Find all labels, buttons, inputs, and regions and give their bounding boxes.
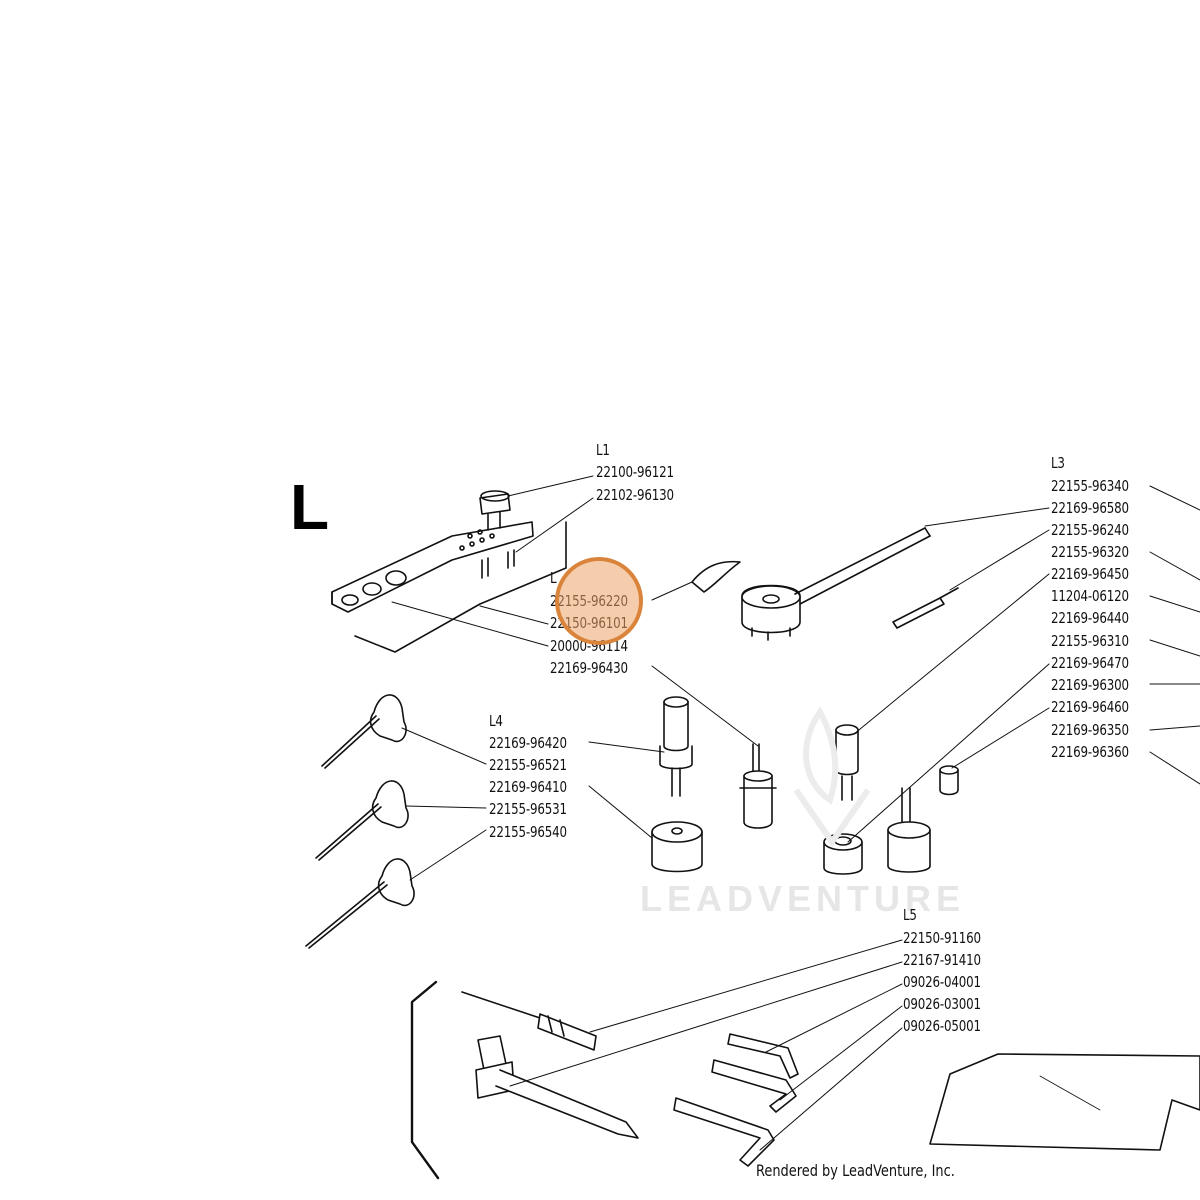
part-number-label[interactable]: 22155-96531 [489,800,567,818]
part-number-label[interactable]: 22102-96130 [596,486,674,504]
part-number-label[interactable]: 22167-91410 [903,951,981,969]
part-number-label[interactable]: 22155-96310 [1051,632,1129,650]
part-number-label[interactable]: 22169-96350 [1051,721,1129,739]
tall-plug-illustration [835,724,859,801]
part-number-label[interactable]: 22169-96410 [489,778,567,796]
t-handle-tool-1 [321,694,407,769]
part-number-label[interactable]: 22169-96300 [1051,676,1129,694]
part-number-label[interactable]: 22155-96340 [1051,477,1129,495]
group-title-l1: L1 [596,441,610,459]
watermark-logo-icon [793,706,871,848]
part-number-label[interactable]: 22169-96430 [550,659,628,677]
leader-lines [391,475,1200,1151]
hex-key-3 [673,1097,775,1167]
part-number-label[interactable]: 22169-96420 [489,734,567,752]
part-number-label[interactable]: 22169-96360 [1051,743,1129,761]
part-number-label[interactable]: 22169-96460 [1051,698,1129,716]
part-number-label[interactable]: 22169-96450 [1051,565,1129,583]
part-number-label[interactable]: 09026-03001 [903,995,981,1013]
short-bushing-illustration [651,821,703,873]
group-title-l5: L5 [903,906,917,924]
drift-tool-illustration [741,527,931,641]
long-plug-illustration [739,743,777,829]
render-credit: Rendered by LeadVenture, Inc. [756,1161,955,1180]
pin-small-illustration [892,587,959,629]
part-number-label[interactable]: 09026-04001 [903,973,981,991]
part-number-label[interactable]: 22150-91160 [903,929,981,947]
selected-part-hotspot[interactable] [555,557,643,645]
t-handle-tool-3 [305,858,415,949]
part-number-label[interactable]: 11204-06120 [1051,587,1129,605]
watermark-text: LEADVENTURE [640,878,966,919]
screwdriver-illustration [461,991,597,1051]
part-number-label[interactable]: 09026-05001 [903,1017,981,1035]
plug-wrench-illustration [475,1035,639,1139]
part-number-label[interactable]: 22169-96470 [1051,654,1129,672]
part-number-label[interactable]: 22155-96540 [489,823,567,841]
group-title-l2: L [550,569,557,587]
group-title-l4: L4 [489,712,503,730]
part-number-label[interactable]: 22155-96240 [1051,521,1129,539]
guide-plate-illustration [331,490,567,653]
group-letter: L [290,471,330,543]
stepped-plug-illustration [659,696,693,797]
pilot-plug-illustration [887,787,931,873]
t-handle-tool-2 [315,780,409,861]
tool-bag-illustration [929,1053,1200,1151]
spring-clip-illustration [691,560,741,593]
part-number-label[interactable]: 22169-96440 [1051,609,1129,627]
small-sleeve-illustration [939,765,959,796]
hex-key-2 [711,1059,797,1113]
part-number-label[interactable]: 22169-96580 [1051,499,1129,517]
part-number-label[interactable]: 22155-96320 [1051,543,1129,561]
hex-key-1 [727,1033,799,1079]
group-title-l3: L3 [1051,454,1065,472]
part-number-label[interactable]: 22100-96121 [596,463,674,481]
part-number-label[interactable]: 22155-96521 [489,756,567,774]
